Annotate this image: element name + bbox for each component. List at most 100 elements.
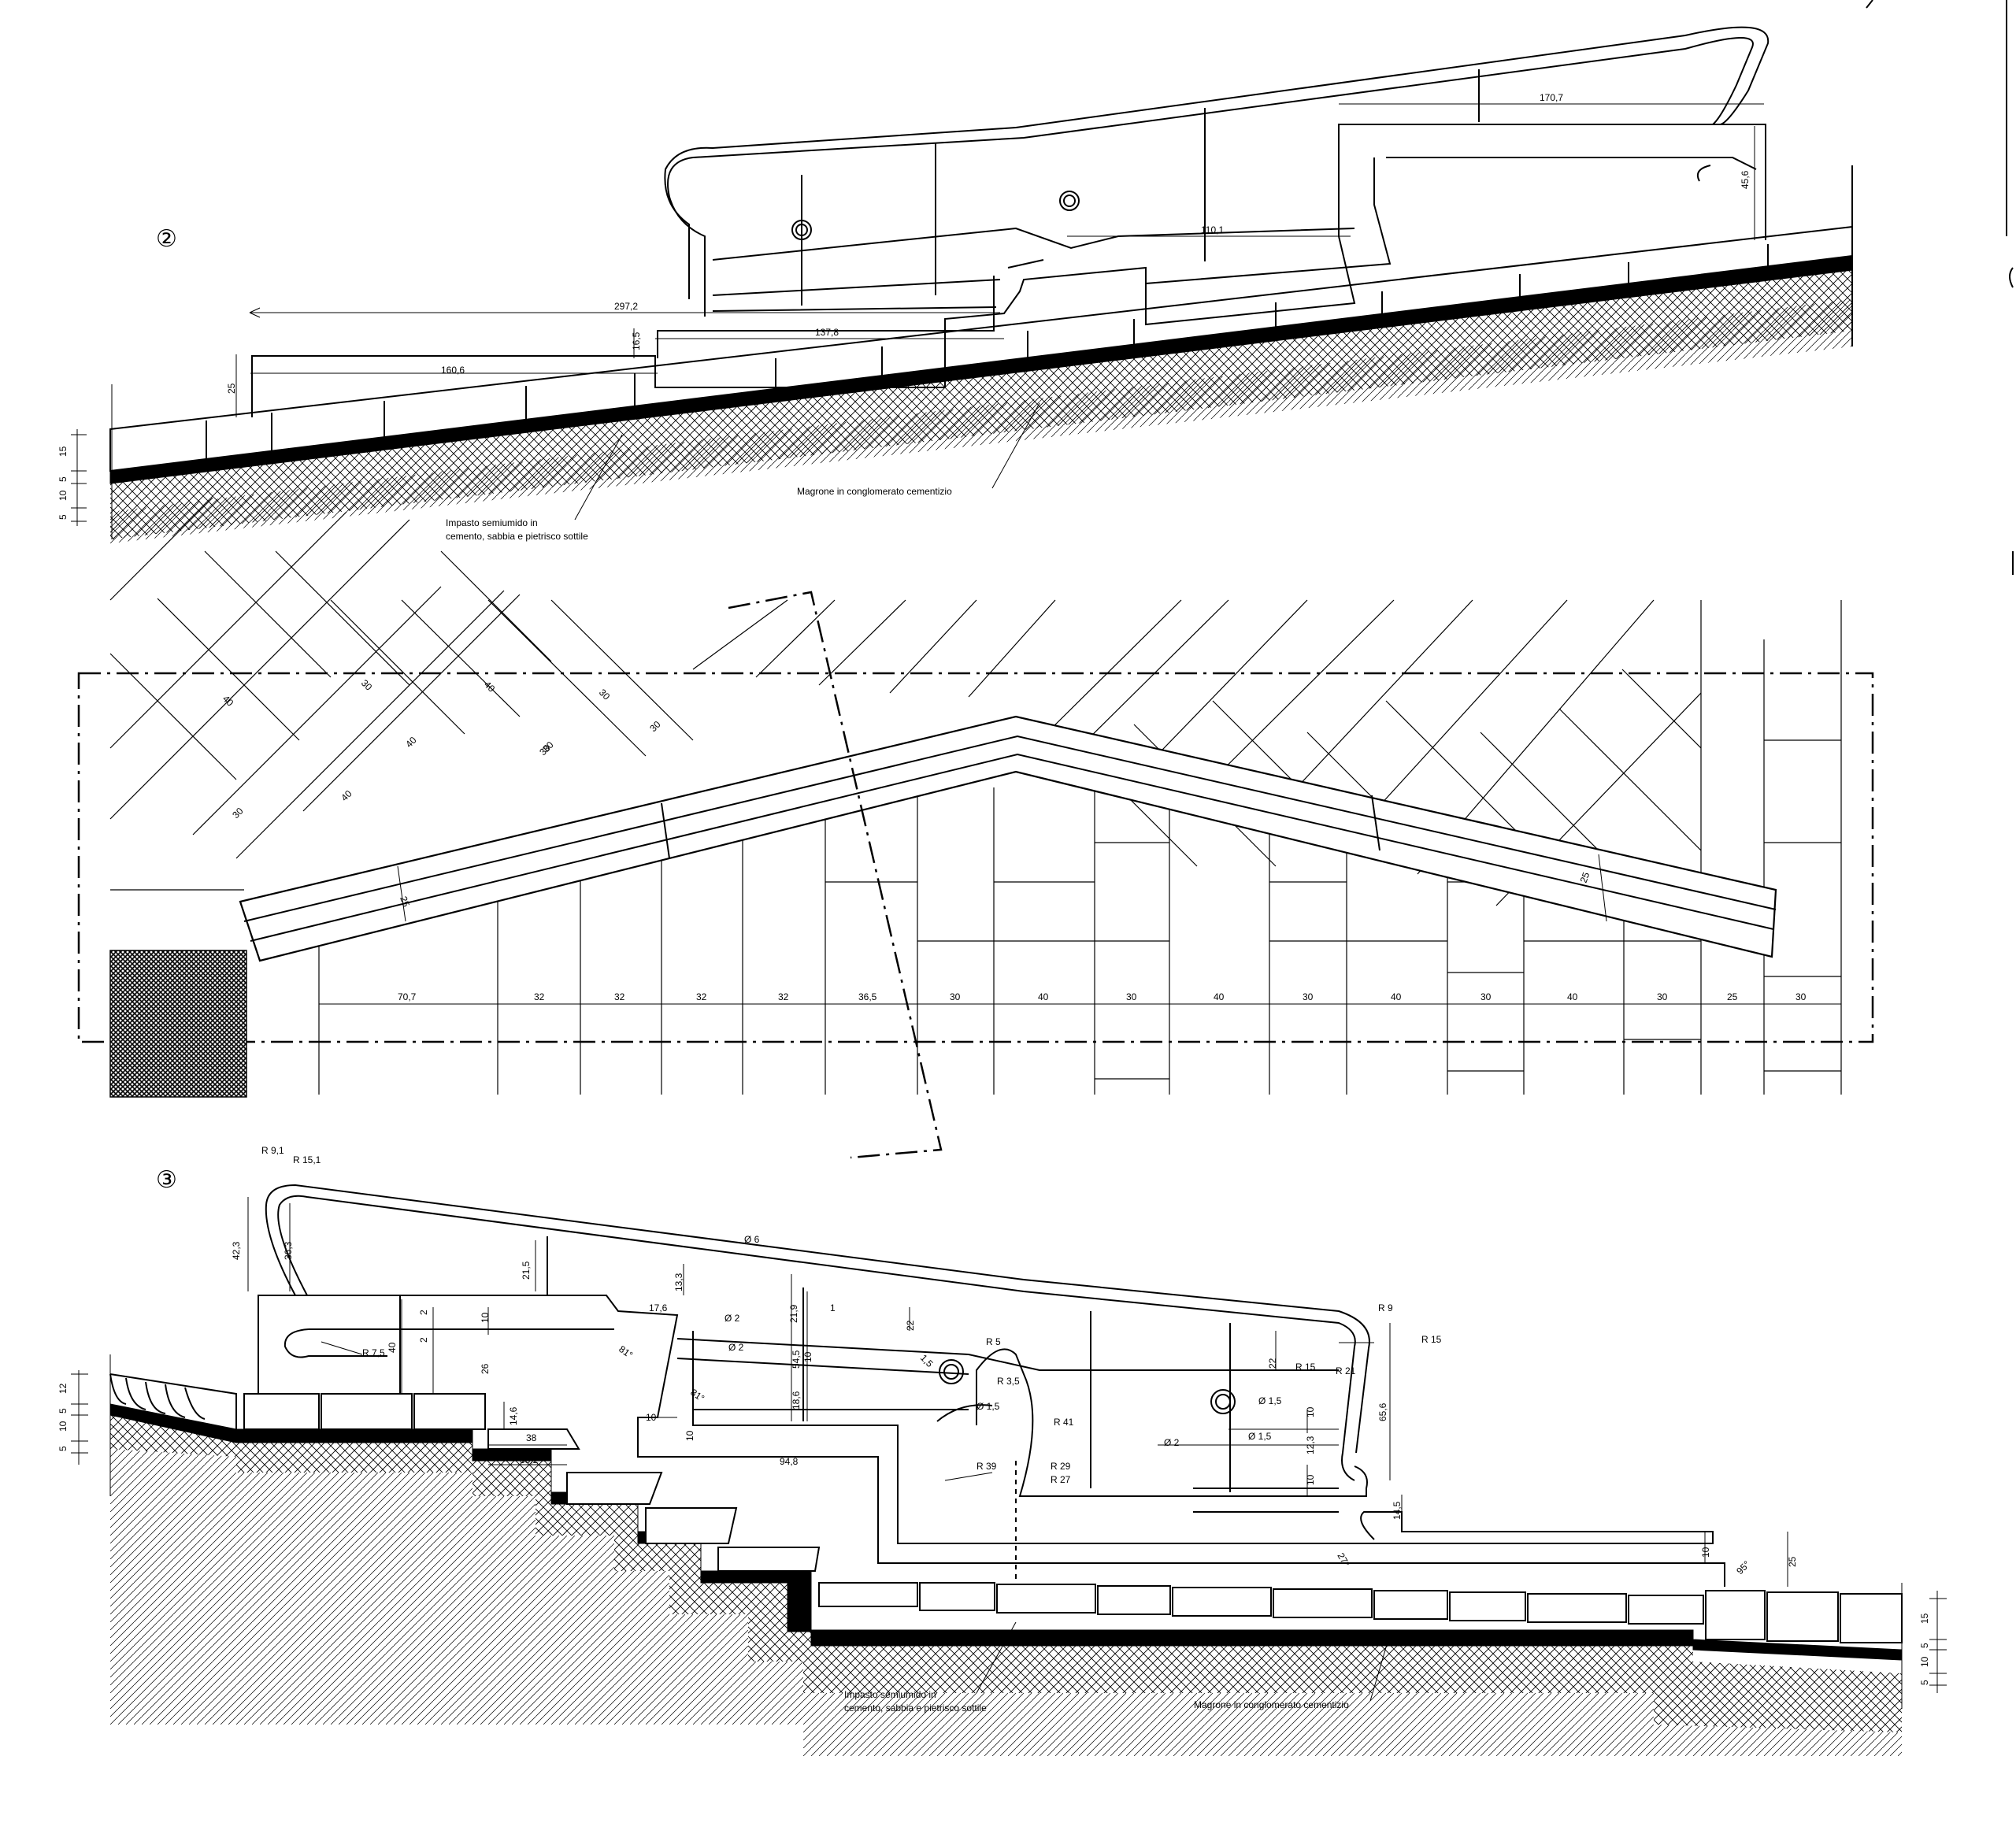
s3-d22a: 22 <box>905 1320 916 1331</box>
s3-phi6: Ø 6 <box>744 1234 760 1245</box>
s3-r39: R 39 <box>976 1461 997 1472</box>
s3-leader-magrone <box>1369 1633 1391 1702</box>
plan-bench <box>239 715 1777 962</box>
plan-dim-14: 40 <box>1567 991 1578 1002</box>
section-3-hatched <box>110 1410 1902 1732</box>
s3-one: 1 <box>830 1302 836 1313</box>
section-3-handrail <box>265 1184 1370 1583</box>
section-cut-line <box>728 591 943 1159</box>
s3-note-magrone: Magrone in conglomerato cementizio <box>1194 1699 1349 1710</box>
plan-dim-5: 32 <box>778 991 789 1002</box>
s3-d2b: 2 <box>418 1337 429 1343</box>
s3-a95: 95° <box>1734 1558 1752 1576</box>
s3-r151: R 15,1 <box>293 1154 321 1165</box>
s3-r21: R 21 <box>1336 1365 1356 1376</box>
s3-left-5a: 5 <box>57 1408 69 1413</box>
section-2-paving-joints <box>206 244 1769 460</box>
s3-r15a: R 15 <box>1421 1334 1442 1345</box>
s3-r9: R 9 <box>1378 1302 1393 1313</box>
s3-d363: 36,3 <box>283 1241 294 1260</box>
s3-d423: 42,3 <box>231 1241 242 1260</box>
s3-d656: 65,6 <box>1377 1402 1388 1421</box>
s3-r15b: R 15 <box>1295 1362 1316 1373</box>
s3-note-impasto-a: Impasto semiumido in <box>844 1689 936 1700</box>
s3-phi15a: Ø 1,5 <box>1258 1395 1282 1406</box>
s3-d26: 26 <box>480 1363 491 1374</box>
s3-d133: 13,3 <box>673 1273 684 1291</box>
s3-right-10: 10 <box>1919 1656 1930 1667</box>
bench-width-left: 25 <box>398 895 412 909</box>
s3-d215: 21,5 <box>521 1261 532 1280</box>
s3-r27: R 27 <box>1051 1474 1071 1485</box>
plan-dim-3: 32 <box>614 991 625 1002</box>
s3-d22b: 22 <box>1267 1358 1278 1369</box>
plan-dim-8: 40 <box>1038 991 1049 1002</box>
s3-d40: 40 <box>387 1342 398 1353</box>
s3-a81b: 81° <box>688 1387 706 1404</box>
plan-dim-11: 30 <box>1303 991 1314 1002</box>
s3-d10d: 10 <box>684 1430 695 1441</box>
section-3-paving <box>109 1373 1903 1643</box>
s3-d352: 35,2 <box>520 1454 539 1465</box>
s3-right-5a: 5 <box>1919 1643 1930 1648</box>
leader-impasto <box>574 434 623 521</box>
bench-width-right: 25 <box>1578 870 1592 884</box>
note-impasto-2a: Impasto semiumido in <box>446 517 538 528</box>
s3-d10c: 10 <box>646 1412 657 1423</box>
plan-stones <box>110 780 1701 1095</box>
s3-d10b: 10 <box>802 1351 813 1362</box>
s3-d545: 54,5 <box>791 1350 802 1369</box>
s3-a81a: 81° <box>617 1343 635 1361</box>
s3-d15: 1,5 <box>918 1352 936 1369</box>
s3-r5: R 5 <box>986 1336 1001 1347</box>
s3-d38: 38 <box>526 1432 537 1443</box>
s3-d186: 18,6 <box>791 1391 802 1410</box>
section-3: ③ <box>57 1145 1947 1756</box>
section-2-side-dims <box>71 384 113 539</box>
side-dim-5b: 5 <box>57 514 69 520</box>
s3-phi2c: Ø 2 <box>1164 1437 1180 1448</box>
note-impasto-2b: cemento, sabbia e pietrisco sottile <box>446 531 588 542</box>
diag-label-2: 30 <box>359 677 375 693</box>
plan-dim-1: 70,7 <box>398 991 417 1002</box>
s3-d25: 25 <box>1787 1556 1798 1567</box>
s3-r91: R 9,1 <box>261 1145 284 1156</box>
plan-dim-9: 30 <box>1126 991 1137 1002</box>
s3-left-12: 12 <box>57 1383 69 1394</box>
plan-dim-15: 30 <box>1657 991 1668 1002</box>
plan-dim-12: 40 <box>1391 991 1402 1002</box>
s3-left-5b: 5 <box>57 1446 69 1451</box>
s3-a27: 27° <box>1335 1551 1351 1569</box>
s3-d10a: 10 <box>480 1312 491 1323</box>
section-2-marker: ② <box>156 225 177 253</box>
dim-16: 16,5 <box>631 332 642 350</box>
leader-magrone <box>991 402 1040 489</box>
plan-dim-13: 30 <box>1480 991 1492 1002</box>
section-2: ② <box>57 0 2014 575</box>
section-3-marker: ③ <box>156 1166 177 1194</box>
side-dim-5a: 5 <box>57 476 69 482</box>
section-3-soil <box>110 1449 1902 1756</box>
section-3-side-dims <box>71 1354 1947 1709</box>
dim-297: 297,2 <box>614 301 638 312</box>
s3-phi2a: Ø 2 <box>724 1313 740 1324</box>
s3-d145: 14,5 <box>1392 1501 1403 1520</box>
s3-r41: R 41 <box>1054 1417 1074 1428</box>
s3-d10e: 10 <box>1305 1406 1316 1417</box>
s3-note-impasto-b: cemento, sabbia e pietrisco sottile <box>844 1702 987 1714</box>
s3-left-10: 10 <box>57 1421 69 1432</box>
dim-170: 170,7 <box>1540 92 1563 103</box>
diag-label-4: 30 <box>597 687 613 702</box>
plan-dim-7: 30 <box>950 991 961 1002</box>
s3-phi15b: Ø 1,5 <box>976 1401 1000 1412</box>
s3-d948: 94,8 <box>780 1456 799 1467</box>
s3-d10f: 10 <box>1305 1474 1316 1485</box>
s3-right-15: 15 <box>1919 1613 1930 1624</box>
plan-view: 25 25 40 30 40 30 40 30 30 30 40 30 70,7… <box>77 497 1874 1159</box>
plan-dense-block <box>109 950 247 1098</box>
diag-label-9: 40 <box>339 788 354 804</box>
s3-d146: 14,6 <box>508 1406 519 1425</box>
dim-137: 137,8 <box>815 327 839 338</box>
herringbone-pattern <box>109 497 1842 1095</box>
